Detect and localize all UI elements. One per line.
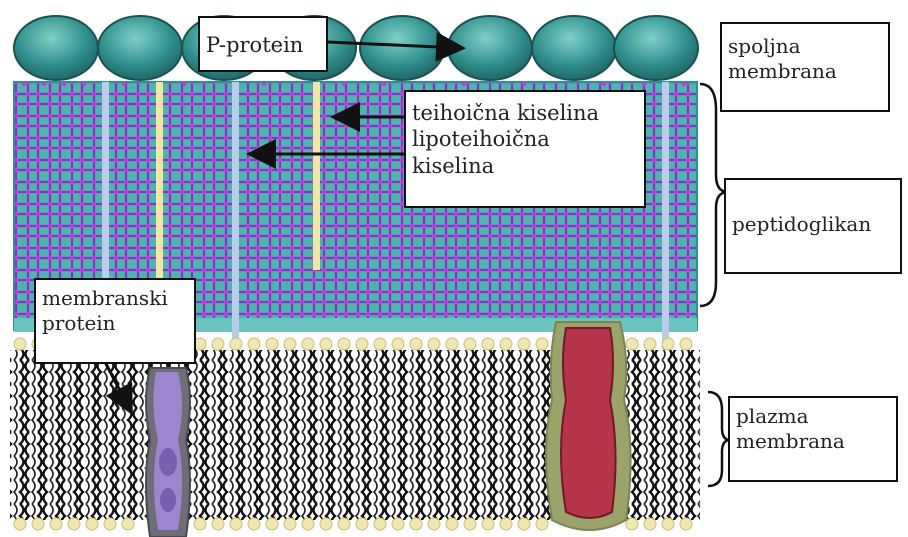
lipoteichoic-acid-text-line2: kiselina [412,153,638,179]
membrane-protein-text-line1: membranski [42,286,188,311]
membrane-protein-text-line2: protein [42,311,188,336]
outer-membrane-text-line2: membrana [728,59,882,84]
lipoteichoic-acid-strand [232,82,239,352]
peptidoglycan-text: peptidoglikan [732,212,894,237]
plasma-membrane-label: plazma membrana [728,396,898,482]
lipoteichoic-acid-text-line1: lipoteihoična [412,126,638,152]
teichoic-acid-label: teihoična kiselina lipoteihoična kiselin… [404,90,646,208]
teichoic-acid-text: teihoična kiselina [412,100,638,126]
outer-membrane-text-line1: spoljna [728,34,882,59]
plasma-membrane-text-line1: plazma [736,404,890,429]
teichoic-acid-strand [313,82,320,270]
membrane-protein-label: membranski protein [34,278,196,364]
channel-protein [546,322,631,530]
peptidoglycan-label: peptidoglikan [724,178,902,274]
p-protein-text: P-protein [206,32,320,58]
outer-membrane-proteins [14,16,698,80]
p-protein-label: P-protein [198,16,328,72]
membrane-protein [146,368,190,537]
teichoic-acid-strand [156,82,163,294]
plasma-membrane-text-line2: membrana [736,429,890,454]
lipoteichoic-acid-strand [662,82,669,352]
outer-membrane-label: spoljna membrana [720,22,890,112]
curly-brace-icon [708,392,730,486]
